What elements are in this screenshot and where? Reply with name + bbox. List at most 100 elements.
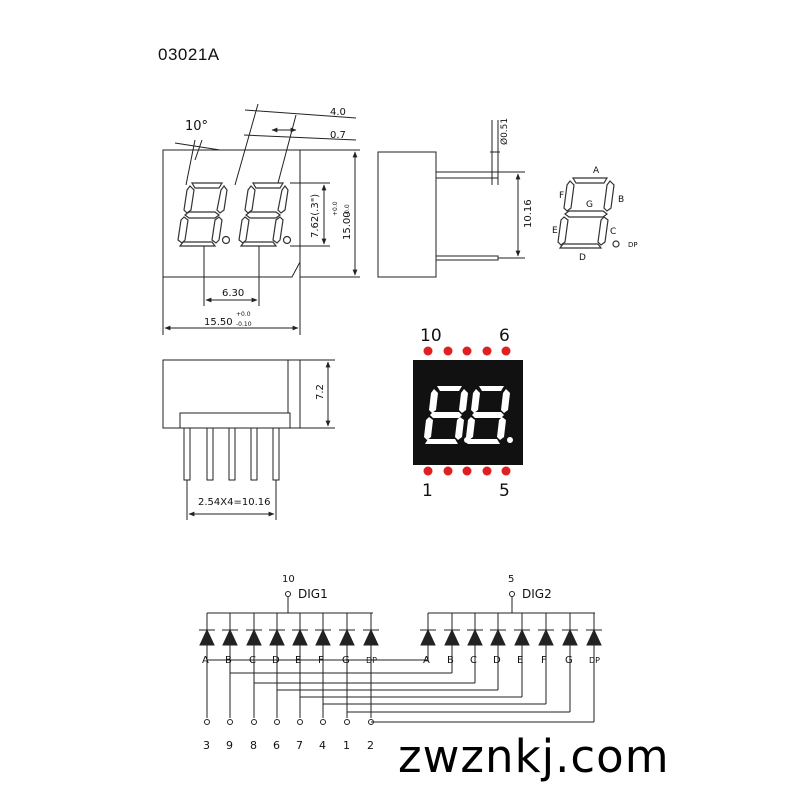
front-digit-2 [238,182,292,247]
front-view [162,103,360,335]
width-tol-minus: -0.10 [236,321,252,328]
pin-number-label: 3 [203,739,210,752]
photo-pin-6-label: 6 [499,326,510,346]
pin-number-label: 9 [226,739,233,752]
dig1-diode-e [292,613,308,646]
photo-pin-1-label: 1 [422,481,433,501]
pin-diameter-label: Ø0.51 [499,118,510,145]
dig2-diode-c [467,613,483,646]
digit-height-tol-minus: -0.0 [344,204,351,216]
legend-label-d: D [579,253,586,263]
side-pin-top [436,171,499,179]
display-photo-pin-dots [423,346,511,476]
dig2-seg-label: E [517,655,523,666]
angle-label: 10° [185,119,208,134]
photo-pin-10-label: 10 [420,326,442,346]
side-pin-bottom [436,255,499,261]
front-digit-1 [177,182,231,247]
bottom-view-labels: 7.2 2.54X4=10.16 [198,384,326,508]
bottom-view [162,359,335,520]
dim-top-1-label: 4.0 [330,107,346,118]
dig2-diode-e [514,613,530,646]
pin-number-label: 4 [319,739,326,752]
dig2-seg-label: DP [589,656,600,665]
legend-label-c: C [610,227,616,237]
part-number: 03021A [158,45,220,64]
pin-number-label: 8 [250,739,257,752]
width-label: 15.50 [204,317,233,328]
height-label: 15.00 [342,211,353,240]
dig2-diode-f [538,613,554,646]
dig2-diode-dp [586,613,602,646]
front-view-outline [162,149,301,278]
segment-legend [557,177,620,249]
digit-pitch-label: 6.30 [222,288,244,299]
width-tol-plus: +0.0 [236,311,251,318]
dig2-seg-label: C [470,655,477,666]
watermark-text: zwznkj.com [398,730,670,783]
schematic [199,591,602,725]
dig1-diode-b [222,613,238,646]
legend-label-dp: DP [628,241,638,249]
legend-label-g: G [586,200,593,210]
display-photo-body [413,360,523,465]
pin-span-label: 10.16 [523,199,534,228]
segment-legend-labels: A B C D E F G DP [552,166,638,263]
bottom-pins [183,428,280,481]
pin-pitch-label: 2.54X4=10.16 [198,497,271,508]
dig1-seg-label: E [295,655,301,666]
dig1-diode-a [199,613,215,646]
pin-number-label: 7 [296,739,303,752]
display-photo [413,346,523,476]
dig2-seg-label: F [541,655,547,666]
dig2-label: DIG2 [522,587,552,601]
dig1-seg-label: F [318,655,324,666]
dig1-diode-c [246,613,262,646]
dig1-pin-label: 10 [282,574,295,585]
depth-label: 7.2 [315,384,326,400]
dig1-seg-label: B [225,655,232,666]
dig1-seg-label: D [272,655,280,666]
digit-height-tol-plus: +0.0 [332,201,339,216]
dig2-seg-label: G [565,655,573,666]
dim-top-2-label: 0.7 [330,130,346,141]
schematic-buses [204,645,595,725]
dig1-diode-g [339,613,355,646]
dig1-seg-label: A [202,655,209,666]
dig1-seg-label: C [249,655,256,666]
legend-label-f: F [559,191,564,201]
pin-number-label: 6 [273,739,280,752]
digit-height-label: 7.62(.3") [310,194,321,238]
dig2-seg-label: A [423,655,430,666]
legend-label-b: B [618,195,624,205]
photo-pin-5-label: 5 [499,481,510,501]
display-photo-digit-2 [466,386,513,444]
dig2-seg-label: B [447,655,454,666]
dig2-diode-b [444,613,460,646]
dig2-pin-label: 5 [508,574,514,585]
legend-label-e: E [552,226,558,236]
dig2-diode-g [562,613,578,646]
display-photo-labels: 10 6 1 5 [420,326,510,501]
dig2-diode-d [490,613,506,646]
dig1-diode-dp [363,613,379,646]
dig1-label: DIG1 [298,587,328,601]
side-body [377,151,437,278]
schematic-labels: 10 DIG1 5 DIG2 A B C D E F G DP A B C D E F G DP 3 9 8 6 7 4… [202,574,600,752]
display-photo-digit-1 [424,386,470,444]
legend-label-a: A [593,166,600,176]
pin-number-label: 2 [367,739,374,752]
schematic-diodes [199,613,602,646]
dig1-seg-label: DP [366,656,377,665]
schematic-segment-labels: A B C D E F G DP A B C D E F G DP [202,655,600,666]
side-view-labels: Ø0.51 10.16 [499,118,534,228]
dig1-seg-label: G [342,655,350,666]
dig1-diode-f [315,613,331,646]
schematic-pin-labels: 3 9 8 6 7 4 1 2 [203,739,374,752]
dig2-seg-label: D [493,655,501,666]
dig1-diode-d [269,613,285,646]
front-view-labels: 10° 4.0 0.7 7.62(.3") +0.0 -0.0 15.00 6.… [185,107,353,328]
pin-number-label: 1 [343,739,350,752]
dig2-diode-a [420,613,436,646]
